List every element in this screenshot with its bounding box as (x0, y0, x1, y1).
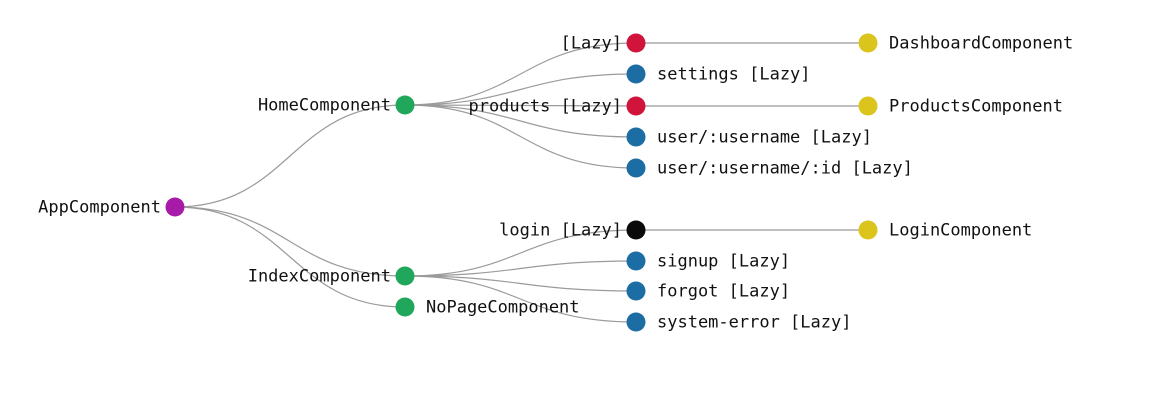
node-label-lazy-dash: [Lazy] (561, 34, 622, 54)
node-label-productsc: ProductsComponent (889, 97, 1063, 117)
tree-link-index-to-login (404, 229, 637, 277)
node-circle-loginc[interactable] (858, 220, 878, 240)
node-label-nopage: NoPageComponent (426, 298, 580, 318)
node-circle-forgot[interactable] (626, 281, 646, 301)
tree-link-app-to-home (174, 104, 406, 208)
node-circle-lazy-dash[interactable] (626, 33, 646, 53)
nodes-layer (165, 33, 878, 332)
links-layer (174, 42, 868, 323)
tree-link-index-to-forgot (404, 275, 637, 292)
tree-link-home-to-lazy-dash (404, 42, 637, 106)
tree-link-home-to-products (404, 104, 637, 107)
tree-link-index-to-syserror (404, 275, 637, 323)
node-circle-login[interactable] (626, 220, 646, 240)
tree-link-app-to-nopage (174, 206, 406, 308)
node-label-login: login [Lazy] (499, 221, 622, 241)
tree-link-home-to-user1 (404, 104, 637, 138)
node-circle-app[interactable] (165, 197, 185, 217)
node-circle-index[interactable] (395, 266, 415, 286)
node-label-products: products [Lazy] (468, 97, 622, 117)
node-label-loginc: LoginComponent (889, 221, 1032, 241)
node-circle-user2[interactable] (626, 158, 646, 178)
node-label-forgot: forgot [Lazy] (657, 282, 790, 302)
node-circle-productsc[interactable] (858, 96, 878, 116)
node-circle-dashboardc[interactable] (858, 33, 878, 53)
node-circle-syserror[interactable] (626, 312, 646, 332)
node-label-home: HomeComponent (258, 96, 391, 116)
node-label-app: AppComponent (38, 198, 161, 218)
node-label-user2: user/:username/:id [Lazy] (657, 159, 913, 179)
node-circle-signup[interactable] (626, 251, 646, 271)
node-label-dashboardc: DashboardComponent (889, 34, 1073, 54)
node-label-user1: user/:username [Lazy] (657, 128, 872, 148)
tree-link-app-to-index (174, 206, 406, 277)
node-label-syserror: system-error [Lazy] (657, 313, 851, 333)
node-circle-nopage[interactable] (395, 297, 415, 317)
node-label-signup: signup [Lazy] (657, 252, 790, 272)
node-circle-products[interactable] (626, 96, 646, 116)
node-circle-home[interactable] (395, 95, 415, 115)
tree-link-home-to-settings (404, 73, 637, 106)
tree-link-home-to-user2 (404, 104, 637, 169)
tree-link-index-to-signup (404, 260, 637, 277)
node-circle-settings[interactable] (626, 64, 646, 84)
node-circle-user1[interactable] (626, 127, 646, 147)
node-label-index: IndexComponent (248, 267, 391, 287)
labels-layer: AppComponent HomeComponentIndexComponentN… (38, 34, 1073, 333)
node-label-settings: settings [Lazy] (657, 65, 811, 85)
